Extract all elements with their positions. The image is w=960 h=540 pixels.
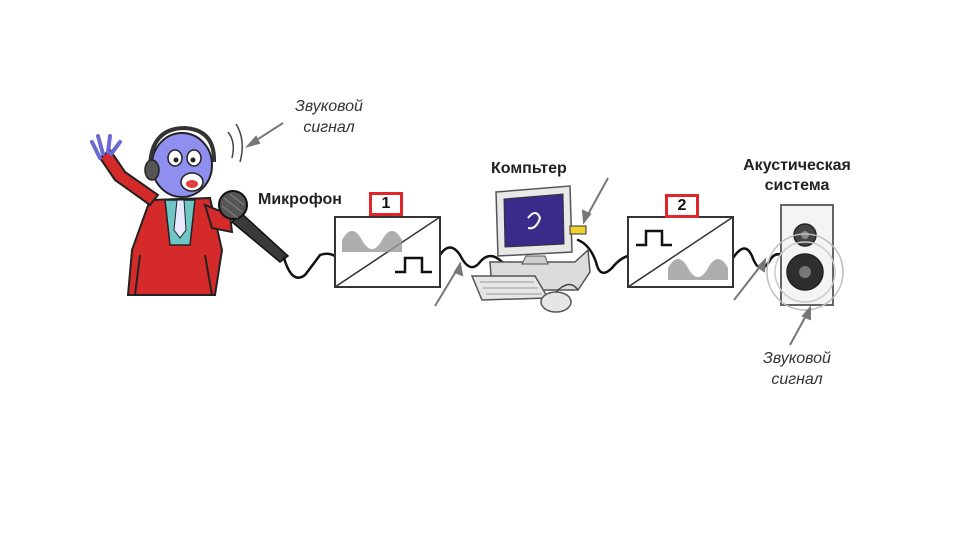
sound-signal-label-top: Звуковой сигнал [284,96,374,138]
computer-label: Компьтер [491,160,567,177]
cable-converter2-to-speaker [731,247,784,270]
converter-2-box [627,216,734,288]
acoustic-system-label: Акустическая система [734,156,860,196]
converter-2-badge: 2 [665,194,699,218]
microphone-illustration [218,190,290,263]
converter-1-badge: 1 [369,192,403,216]
cable-mic-to-converter1 [282,252,337,279]
arrow-bottom-sound [789,305,811,346]
arrow-top-sound [245,122,284,148]
acoustic-line1: Акустическая [743,157,851,174]
sound-signal-bottom-line1: Звуковой [763,350,831,367]
arrows [245,122,811,346]
arrow-mic-cable [434,261,464,307]
computer-illustration [470,185,591,313]
sound-signal-top-line2: сигнал [303,119,355,136]
singer-illustration [90,123,243,296]
arrow-speaker-cable [733,257,767,301]
arrow-computer-cable [581,177,609,225]
sound-signal-top-line1: Звуковой [295,98,363,115]
analog-wave-icon [342,231,402,252]
cables [282,238,784,279]
cable-computer-to-converter2 [576,238,630,275]
cable-converter1-to-computer [438,246,504,269]
digital-pulse-icon [395,256,432,274]
digital-pulse-icon [636,229,672,247]
sound-signal-label-bottom: Звуковой сигнал [752,348,842,390]
microphone-label: Микрофон [258,191,342,208]
sound-signal-bottom-line2: сигнал [771,371,823,388]
converter-1-box [334,216,441,288]
acoustic-line2: система [764,177,830,194]
speaker-illustration [766,204,844,311]
analog-wave-icon [668,259,728,280]
